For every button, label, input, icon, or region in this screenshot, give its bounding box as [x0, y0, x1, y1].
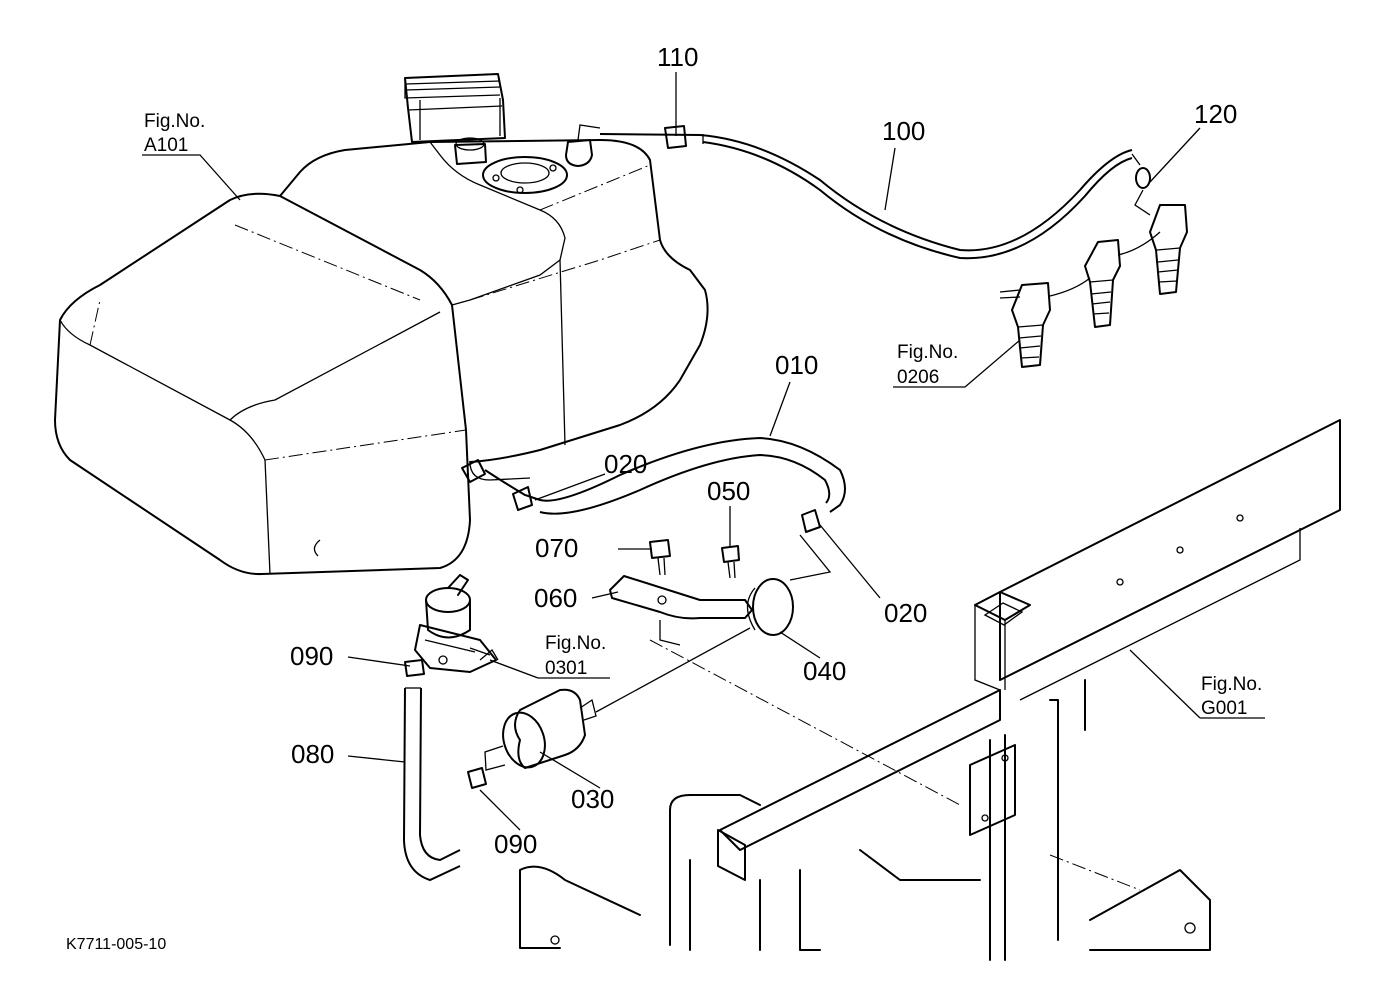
bolt-070	[649, 539, 671, 559]
callout-080: 080	[291, 739, 334, 769]
callout-060: 060	[534, 583, 577, 613]
filter-bracket	[609, 534, 832, 646]
fig-ref-0301-line2: 0301	[545, 658, 587, 679]
hose-clamp-120	[1135, 167, 1151, 189]
hose-clamp-090-b	[467, 767, 487, 789]
fig-ref-0206-line2: 0206	[897, 367, 939, 388]
callout-020-b: 020	[884, 598, 927, 628]
fig-ref-a101-line1: Fig.No.	[144, 111, 205, 132]
leader-lines	[142, 72, 1265, 831]
figure-references: Fig.No. A101 Fig.No. 0206 Fig.No. 0301 F…	[144, 111, 1262, 719]
fig-ref-g001-line1: Fig.No.	[1201, 674, 1262, 695]
fig-ref-0206-line1: Fig.No.	[897, 342, 958, 363]
return-hose	[599, 125, 1151, 260]
hose-clamp-020-a	[512, 486, 533, 511]
drawing-code: K7711-005-10	[66, 936, 166, 953]
fig-ref-a101-line2: A101	[144, 135, 188, 156]
machine-frame	[519, 419, 1341, 961]
fig-ref-g001-line2: G001	[1201, 698, 1247, 719]
hose-clamp-090-a	[404, 659, 425, 677]
filter-band-040	[752, 578, 794, 636]
callout-090-b: 090	[494, 829, 537, 859]
callout-100: 100	[882, 116, 925, 146]
hose-clamp-020-b	[801, 509, 821, 533]
callout-020-a: 020	[604, 449, 647, 479]
part-callouts: 110 100 120 010 020 050 070 060 020 040 …	[290, 42, 1237, 859]
callout-040: 040	[803, 656, 846, 686]
callout-010: 010	[775, 350, 818, 380]
callout-070: 070	[535, 533, 578, 563]
bolt-050	[721, 545, 740, 563]
callout-110: 110	[657, 42, 698, 72]
callout-030: 030	[571, 784, 614, 814]
fig-ref-0301-line1: Fig.No.	[545, 633, 606, 654]
fuel-hose-010	[484, 436, 846, 533]
fuel-tank	[54, 73, 709, 576]
hose-clip-110	[664, 125, 687, 149]
injector-nozzles	[999, 189, 1188, 368]
fuel-pump	[414, 574, 499, 673]
callout-090-a: 090	[290, 641, 333, 671]
callout-050: 050	[707, 476, 750, 506]
callout-120: 120	[1194, 99, 1237, 129]
hose-080	[402, 659, 487, 882]
fuel-filter	[484, 627, 751, 771]
